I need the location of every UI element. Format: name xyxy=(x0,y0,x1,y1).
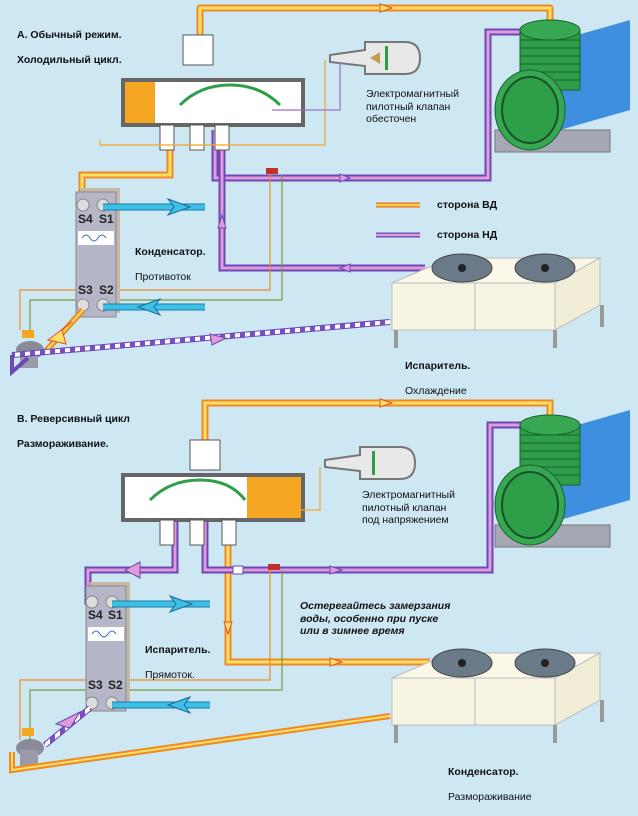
exchanger-b-subtitle: Прямоток. xyxy=(145,668,195,681)
compressor-b xyxy=(494,410,630,548)
exchanger-a-subtitle: Противоток xyxy=(135,270,191,283)
freeze-warning: Остерегайтесь замерзания воды, особенно … xyxy=(300,600,451,637)
port-s3-b: S3 xyxy=(88,678,103,692)
legend-lp-label: сторона НД xyxy=(437,229,498,241)
refrigeration-diagram xyxy=(9,3,630,774)
four-way-valve-b xyxy=(121,439,305,546)
outdoor-b-title: Конденсатор. xyxy=(448,765,519,778)
outdoor-unit-a xyxy=(391,253,604,348)
port-s3-a: S3 xyxy=(78,283,93,297)
exchanger-b-title: Испаритель. xyxy=(145,643,211,656)
port-s4-b: S4 xyxy=(88,608,103,622)
flow-arrow-icon xyxy=(379,3,394,13)
outdoor-b-subtitle: Размораживание xyxy=(448,790,532,803)
pilot-valve-a-label: Электромагнитный пилотный клапан обесточ… xyxy=(366,88,459,125)
section-a-title-line2: Холодильный цикл. xyxy=(17,53,122,66)
outdoor-a-title: Испаритель. xyxy=(405,359,471,372)
expansion-valve-b xyxy=(16,728,44,766)
section-a-title-line1: A. Обычный режим. xyxy=(17,28,122,41)
four-way-valve-a xyxy=(121,34,305,151)
section-a-title: A. Обычный режим. Холодильный цикл. xyxy=(17,16,122,79)
exchanger-a-title: Конденсатор. xyxy=(135,245,206,258)
port-s2-b: S2 xyxy=(108,678,123,692)
section-b-title-line1: B. Реверсивный цикл xyxy=(17,412,130,425)
port-s2-a: S2 xyxy=(99,283,114,297)
hp-pipe-to-outdoor-b xyxy=(224,520,430,666)
outdoor-a-subtitle: Охлаждение xyxy=(405,384,467,397)
section-b xyxy=(9,398,630,774)
exchanger-a-label: Конденсатор. Противоток xyxy=(135,233,206,296)
exchanger-b-label: Испаритель. Прямоток. xyxy=(145,631,210,694)
pilot-valve-b-label: Электромагнитный пилотный клапан под нап… xyxy=(362,489,455,526)
legend xyxy=(376,202,420,238)
port-s1-a: S1 xyxy=(99,212,114,226)
pilot-valve-b xyxy=(324,446,417,480)
section-a xyxy=(10,3,630,377)
outdoor-a-label: Испаритель. Охлаждение xyxy=(405,347,470,410)
section-b-title: B. Реверсивный цикл Размораживание. xyxy=(17,400,130,463)
port-s4-a: S4 xyxy=(78,212,93,226)
pilot-valve-a xyxy=(329,41,422,75)
section-b-title-line2: Размораживание. xyxy=(17,437,109,450)
compressor-a xyxy=(494,19,630,153)
outdoor-unit-b xyxy=(391,648,604,743)
port-s1-b: S1 xyxy=(108,608,123,622)
lp-pipe-return-a xyxy=(218,130,425,272)
legend-hp-label: сторона ВД xyxy=(437,199,498,211)
outdoor-b-label: Конденсатор. Размораживание xyxy=(448,753,532,816)
